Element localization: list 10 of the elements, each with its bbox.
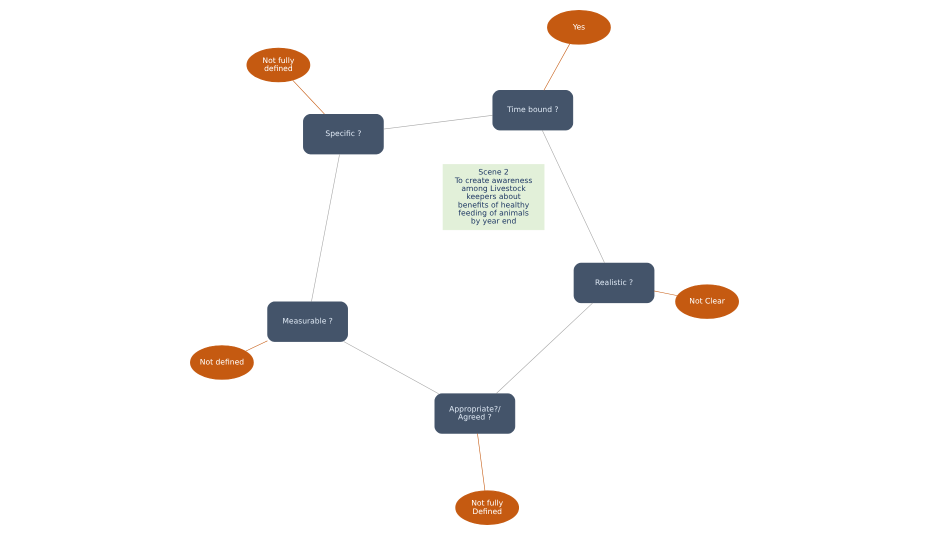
connector: [541, 130, 604, 264]
connector: [382, 115, 492, 130]
connector: [343, 341, 438, 394]
connector: [310, 154, 340, 302]
connector: [244, 340, 268, 352]
connector: [653, 290, 678, 296]
connector: [292, 80, 324, 114]
connector: [543, 43, 570, 91]
connector: [476, 433, 485, 491]
connector: [495, 302, 593, 394]
